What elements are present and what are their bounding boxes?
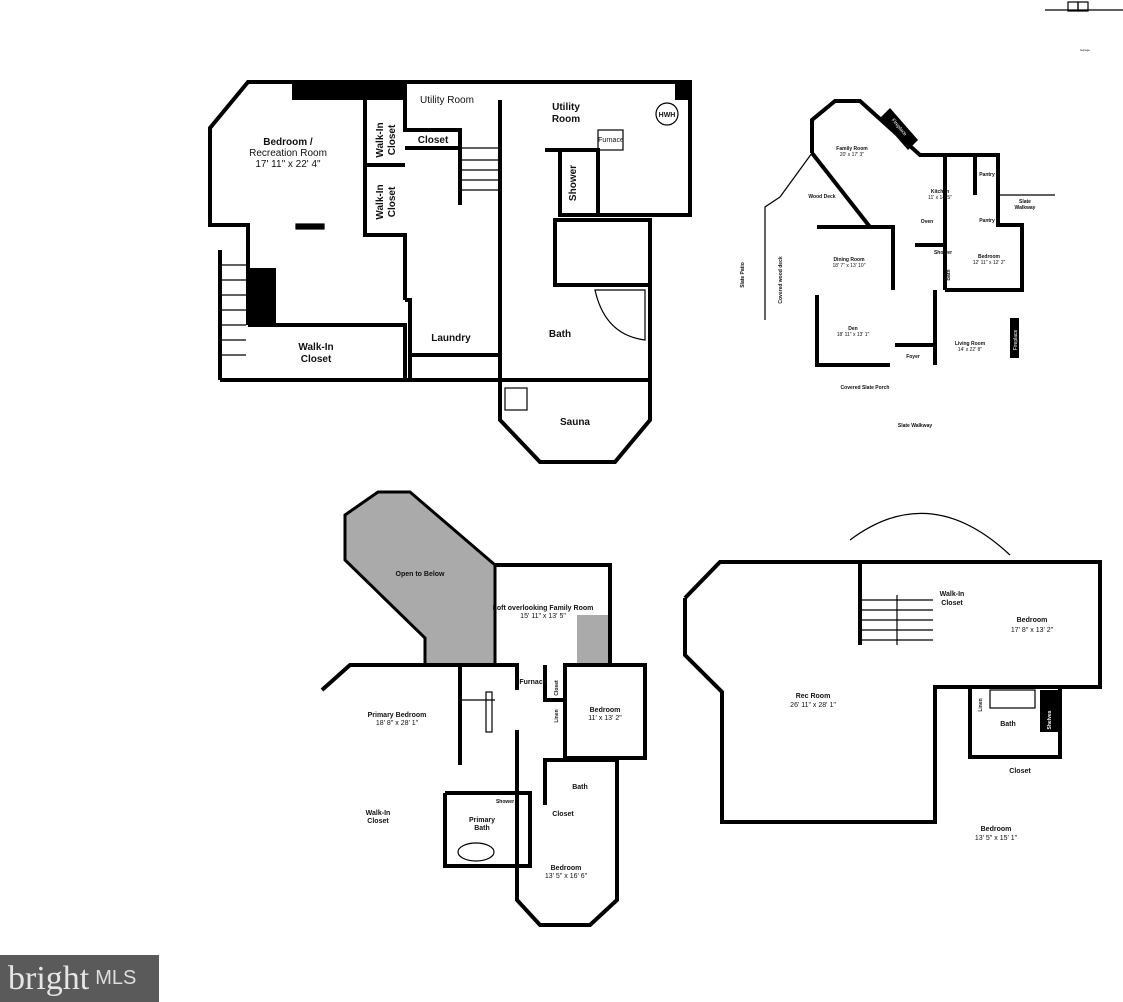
- label-upper-bedroom-1-dim: 11' x 13' 2": [588, 715, 622, 722]
- label-main-bedroom-dim: 12' 11" x 12' 2": [973, 260, 1006, 266]
- label-bedroom-rec-2: Recreation Room: [249, 148, 327, 159]
- label-primary-bath: Primary: [469, 817, 495, 824]
- label-garage: Garage: [1080, 48, 1090, 52]
- label-hwh: HWH: [659, 112, 676, 119]
- label-fireplace-2: Fireplace: [1013, 330, 1019, 351]
- label-oven: Oven: [921, 219, 934, 225]
- label-bedroom-rec-dim: 17' 11" x 22' 4": [255, 159, 321, 170]
- label-main-shower: Shower: [934, 250, 952, 256]
- label-walkin-1: Walk-In: [375, 122, 386, 157]
- label-den: Den: [848, 326, 857, 332]
- label-shower: Shower: [568, 165, 579, 201]
- logo-brand: bright: [8, 959, 90, 997]
- label-kitchen-dim: 11' x 14' 5": [928, 195, 952, 201]
- upper-floor-plan: Open to Below Loft overlooking Family Ro…: [320, 490, 647, 927]
- label-walkin-3b: Closet: [301, 354, 332, 365]
- label-walkin-2b: Closet: [387, 186, 398, 217]
- label-upper-closet: Closet: [554, 680, 560, 696]
- label-den-dim: 18' 11" x 13' 1": [837, 332, 870, 338]
- label-rec-room-dim: 26' 11" x 28' 1": [790, 702, 836, 709]
- label-third-bath: Bath: [1000, 721, 1016, 728]
- label-sauna: Sauna: [560, 417, 590, 428]
- logo-suffix: MLS: [95, 967, 137, 989]
- basement-plan: Bedroom / Recreation Room 17' 11" x 22' …: [208, 80, 692, 464]
- label-third-walkin: Walk-In: [940, 591, 965, 598]
- label-primary-bedroom-dim: 18' 8" x 28' 1": [376, 720, 419, 727]
- label-furnace: Furnace: [598, 137, 624, 144]
- bright-mls-logo: bright MLS: [0, 955, 159, 1002]
- label-upper-walkin-b: Closet: [367, 818, 389, 825]
- label-upper-walkin: Walk-In: [366, 810, 391, 817]
- label-walkin-2: Walk-In: [375, 184, 386, 219]
- label-utility-room-2b: Room: [552, 114, 580, 125]
- label-upper-bath: Bath: [572, 784, 588, 791]
- label-loft-dim: 15' 11" x 13' 5": [520, 613, 566, 620]
- label-upper-linen: Linen: [554, 709, 560, 722]
- label-slate-patio: Slate Patio: [740, 262, 746, 288]
- label-pantry-1: Pantry: [979, 172, 995, 178]
- label-covered-porch: Covered Slate Porch: [841, 385, 890, 391]
- label-third-bedroom-1: Bedroom: [1017, 617, 1048, 624]
- label-utility-room-1: Utility Room: [420, 95, 474, 106]
- label-pantry-2: Pantry: [979, 218, 995, 224]
- label-family-room: Family Room: [836, 146, 868, 152]
- label-slate-walkway-right-2: Walkway: [1015, 205, 1036, 211]
- label-upper-shower: Shower: [496, 799, 514, 805]
- label-upper-closet-2: Closet: [552, 811, 574, 818]
- label-third-closet: Closet: [1009, 768, 1031, 775]
- label-laundry: Laundry: [431, 333, 471, 344]
- label-third-walkin-b: Closet: [941, 600, 963, 607]
- label-third-linen: Linen: [978, 698, 984, 711]
- label-dining-room: Dining Room: [833, 257, 865, 263]
- label-main-bath: Bath: [946, 269, 952, 280]
- label-bedroom-rec: Bedroom /: [263, 137, 313, 148]
- label-utility-room-2: Utility: [552, 102, 580, 113]
- label-wood-deck: Wood Deck: [808, 194, 835, 200]
- label-third-shelves: Shelves: [1047, 710, 1053, 729]
- label-walkin-1b: Closet: [387, 124, 398, 155]
- label-primary-bath-2: Bath: [474, 825, 490, 832]
- label-slate-walkway-right: Slate: [1019, 199, 1031, 205]
- label-dining-room-dim: 18' 7" x 13' 10": [833, 263, 866, 269]
- third-floor-plan: Rec Room 26' 11" x 28' 1" Walk-In Closet…: [683, 560, 1102, 842]
- label-bath: Bath: [549, 329, 571, 340]
- main-floor-plan: Family Room 20' x 17' 3" Fireplace Kitch…: [740, 1, 1123, 556]
- label-third-bedroom-2: Bedroom: [981, 826, 1012, 833]
- label-rec-room: Rec Room: [796, 693, 831, 700]
- label-upper-bedroom-2: Bedroom: [551, 865, 582, 872]
- label-upper-furnace: Furnace: [519, 679, 546, 686]
- label-living-room-dim: 14' x 22' 8": [958, 347, 982, 353]
- label-slate-walkway: Slate Walkway: [898, 423, 932, 429]
- label-kitchen: Kitchen: [931, 189, 949, 195]
- label-walkin-3: Walk-In: [298, 342, 333, 353]
- label-upper-bedroom-2-dim: 13' 5" x 16' 6": [545, 873, 588, 880]
- label-upper-bedroom-1: Bedroom: [590, 707, 621, 714]
- label-main-bedroom: Bedroom: [978, 254, 1001, 260]
- label-loft: Loft overlooking Family Room: [493, 605, 594, 612]
- label-open-to-below: Open to Below: [396, 571, 446, 578]
- label-foyer: Foyer: [906, 354, 920, 360]
- label-family-room-dim: 20' x 17' 3": [840, 152, 864, 158]
- label-closet: Closet: [418, 135, 449, 146]
- label-third-bedroom-1-dim: 17' 8" x 13' 2": [1011, 627, 1054, 634]
- label-living-room: Living Room: [955, 341, 986, 347]
- label-covered-wood-deck: Covered wood deck: [778, 256, 784, 303]
- label-primary-bedroom: Primary Bedroom: [368, 712, 427, 719]
- label-third-bedroom-2-dim: 13' 5" x 15' 1": [975, 835, 1018, 842]
